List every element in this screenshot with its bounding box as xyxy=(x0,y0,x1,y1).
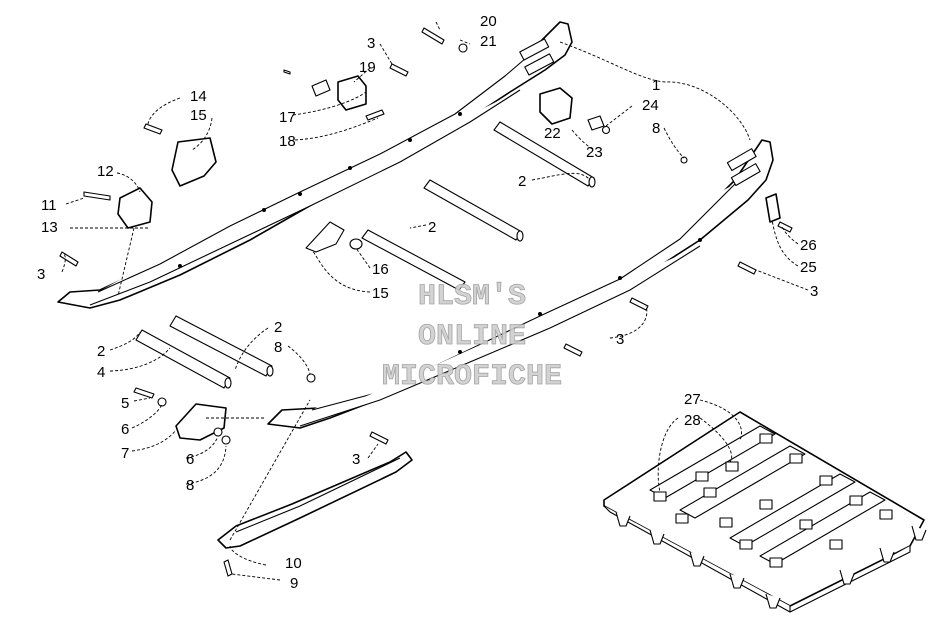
callout-11: 11 xyxy=(41,197,57,214)
callout-labels: 1 2 2 2 2 3 3 3 3 3 3 4 5 6 6 7 8 8 8 9 … xyxy=(37,13,818,592)
callout-2c: 2 xyxy=(274,319,282,336)
callout-9: 9 xyxy=(290,575,298,592)
callout-8a: 8 xyxy=(652,120,660,137)
watermark: HLSM'S ONLINE MICROFICHE xyxy=(382,280,563,395)
track-section xyxy=(603,411,927,613)
watermark-line-3: MICROFICHE xyxy=(382,360,562,394)
callout-15a: 15 xyxy=(190,107,207,124)
callout-3d: 3 xyxy=(616,331,624,348)
callout-3c: 3 xyxy=(810,283,818,300)
callout-5: 5 xyxy=(121,395,129,412)
callout-1: 1 xyxy=(652,77,660,94)
callout-10: 10 xyxy=(285,555,302,572)
callout-18: 18 xyxy=(279,133,296,150)
callout-6a: 6 xyxy=(121,421,129,438)
right-slide-rail xyxy=(267,139,774,429)
callout-25: 25 xyxy=(800,259,817,276)
callout-13: 13 xyxy=(41,219,58,236)
callout-21: 21 xyxy=(480,33,497,50)
callout-19: 19 xyxy=(359,59,376,76)
track-lugs xyxy=(615,511,927,609)
cross-shafts xyxy=(135,121,596,389)
callout-6b: 6 xyxy=(186,451,194,468)
hardware xyxy=(59,27,793,577)
callout-15b: 15 xyxy=(372,285,389,302)
callout-24: 24 xyxy=(642,97,659,114)
callout-27: 27 xyxy=(684,391,701,408)
left-slide-rail xyxy=(57,21,573,309)
callout-20: 20 xyxy=(480,13,497,30)
callout-22: 22 xyxy=(544,125,561,142)
callout-17: 17 xyxy=(279,109,296,126)
callout-8b: 8 xyxy=(274,339,282,356)
callout-2d: 2 xyxy=(97,343,105,360)
callout-3a: 3 xyxy=(367,35,375,52)
leader-lines xyxy=(61,21,809,581)
track-clips xyxy=(653,433,893,568)
callout-28: 28 xyxy=(684,412,701,429)
callout-23: 23 xyxy=(586,144,603,161)
watermark-line-2: ONLINE xyxy=(418,320,526,354)
callout-8c: 8 xyxy=(186,477,194,494)
callout-14: 14 xyxy=(190,88,207,105)
watermark-line-1: HLSM'S xyxy=(418,280,526,314)
callout-2a: 2 xyxy=(518,173,526,190)
callout-3b: 3 xyxy=(37,266,45,283)
callout-16: 16 xyxy=(372,261,389,278)
callout-26: 26 xyxy=(800,237,817,254)
callout-7: 7 xyxy=(121,445,129,462)
callout-3e: 3 xyxy=(352,451,360,468)
callout-12: 12 xyxy=(97,163,114,180)
callout-4: 4 xyxy=(97,364,105,381)
callout-2b: 2 xyxy=(428,219,436,236)
